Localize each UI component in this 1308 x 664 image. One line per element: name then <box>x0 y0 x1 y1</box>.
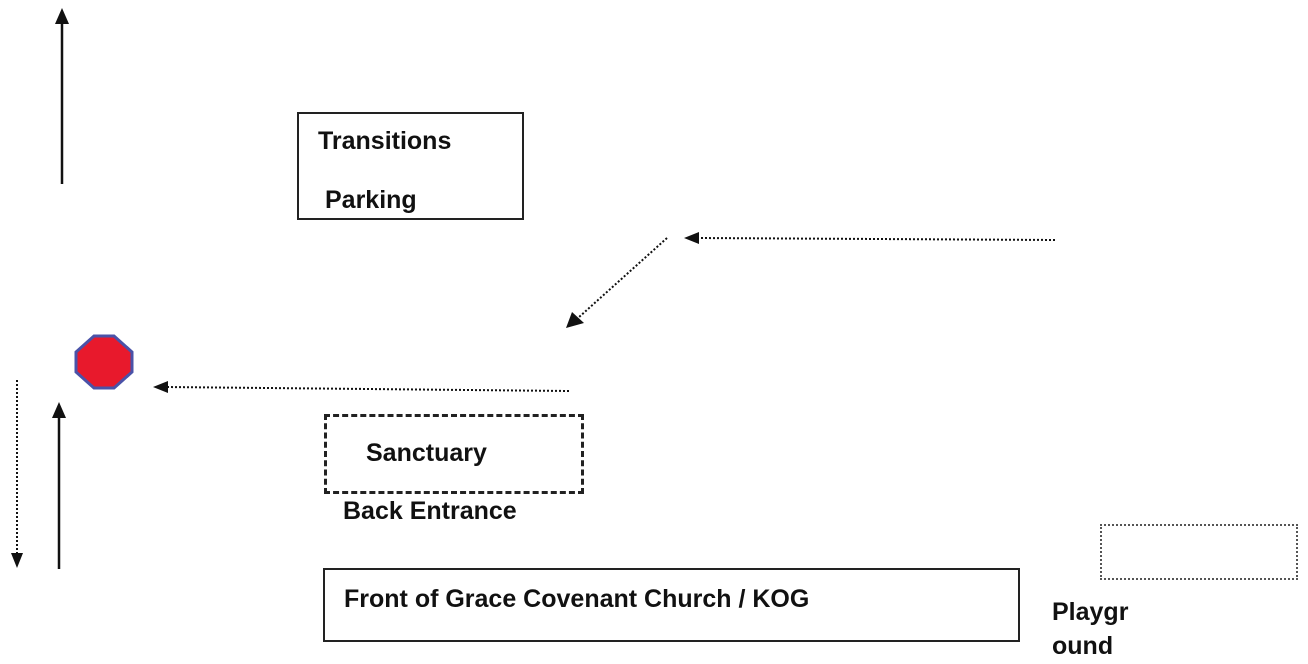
dotted-arrow-west-top <box>684 232 1056 244</box>
back-entrance-label: Back Entrance <box>343 497 517 525</box>
solid-arrow-north-left <box>52 402 66 569</box>
dotted-arrow-west-middle <box>153 381 570 393</box>
front-of-church-box <box>323 568 1020 642</box>
playground-label-line1: Playgr <box>1052 598 1129 626</box>
playground-box <box>1100 524 1298 580</box>
transitions-label: Transitions <box>318 127 452 155</box>
transitions-parking-box <box>297 112 524 220</box>
dotted-arrow-south-left <box>11 380 23 568</box>
sanctuary-label: Sanctuary <box>366 439 487 467</box>
playground-label-line2: ound <box>1052 632 1114 660</box>
octagon-stop-icon <box>74 334 134 390</box>
parking-label: Parking <box>325 186 417 214</box>
sanctuary-box <box>324 414 584 494</box>
front-of-church-label: Front of Grace Covenant Church / KOG <box>344 585 810 613</box>
north-arrow <box>55 8 69 184</box>
dotted-arrow-southwest <box>566 237 668 328</box>
